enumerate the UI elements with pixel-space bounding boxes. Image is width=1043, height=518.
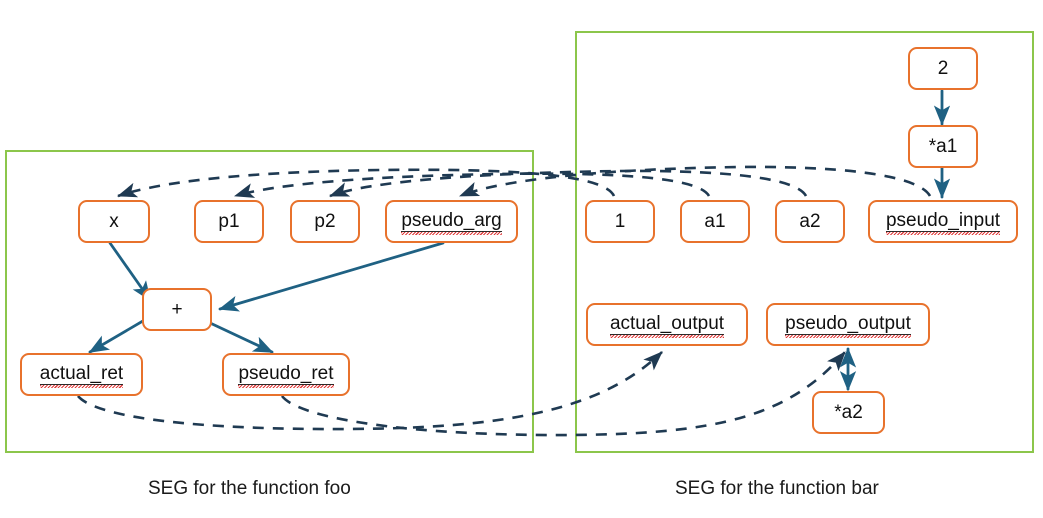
node-plus[interactable]: +	[142, 288, 212, 331]
node-label: *a2	[834, 402, 863, 423]
panel-bar	[575, 31, 1034, 453]
node-p2[interactable]: p2	[290, 200, 360, 243]
node-pseudo-input[interactable]: pseudo_input	[868, 200, 1018, 243]
node-label: *a1	[928, 136, 958, 157]
node-label: +	[171, 299, 183, 320]
node-a2[interactable]: a2	[775, 200, 845, 243]
node-label: pseudo_arg	[401, 210, 503, 235]
node-label: x	[109, 211, 119, 232]
caption-foo: SEG for the function foo	[148, 478, 351, 499]
node-actual-output[interactable]: actual_output	[586, 303, 748, 346]
node-label: actual_ret	[39, 363, 124, 388]
node-actual-ret[interactable]: actual_ret	[20, 353, 143, 396]
node-star-a2[interactable]: *a2	[812, 391, 885, 434]
node-label: pseudo_output	[785, 313, 911, 338]
node-label: pseudo_ret	[238, 363, 334, 388]
node-p1[interactable]: p1	[194, 200, 264, 243]
panel-foo	[5, 150, 534, 453]
node-label: p1	[218, 211, 240, 232]
node-label: actual_output	[609, 313, 725, 338]
node-two[interactable]: 2	[908, 47, 978, 90]
node-label: 1	[614, 211, 626, 232]
node-pseudo-arg[interactable]: pseudo_arg	[385, 200, 518, 243]
node-label: pseudo_input	[885, 210, 1001, 235]
node-label: p2	[314, 211, 336, 232]
node-one[interactable]: 1	[585, 200, 655, 243]
node-label: a2	[799, 211, 821, 232]
node-label: a1	[704, 211, 726, 232]
node-label: 2	[937, 58, 949, 79]
node-x[interactable]: x	[78, 200, 150, 243]
node-pseudo-output[interactable]: pseudo_output	[766, 303, 930, 346]
caption-bar: SEG for the function bar	[675, 478, 879, 499]
node-star-a1[interactable]: *a1	[908, 125, 978, 168]
node-a1[interactable]: a1	[680, 200, 750, 243]
node-pseudo-ret[interactable]: pseudo_ret	[222, 353, 350, 396]
